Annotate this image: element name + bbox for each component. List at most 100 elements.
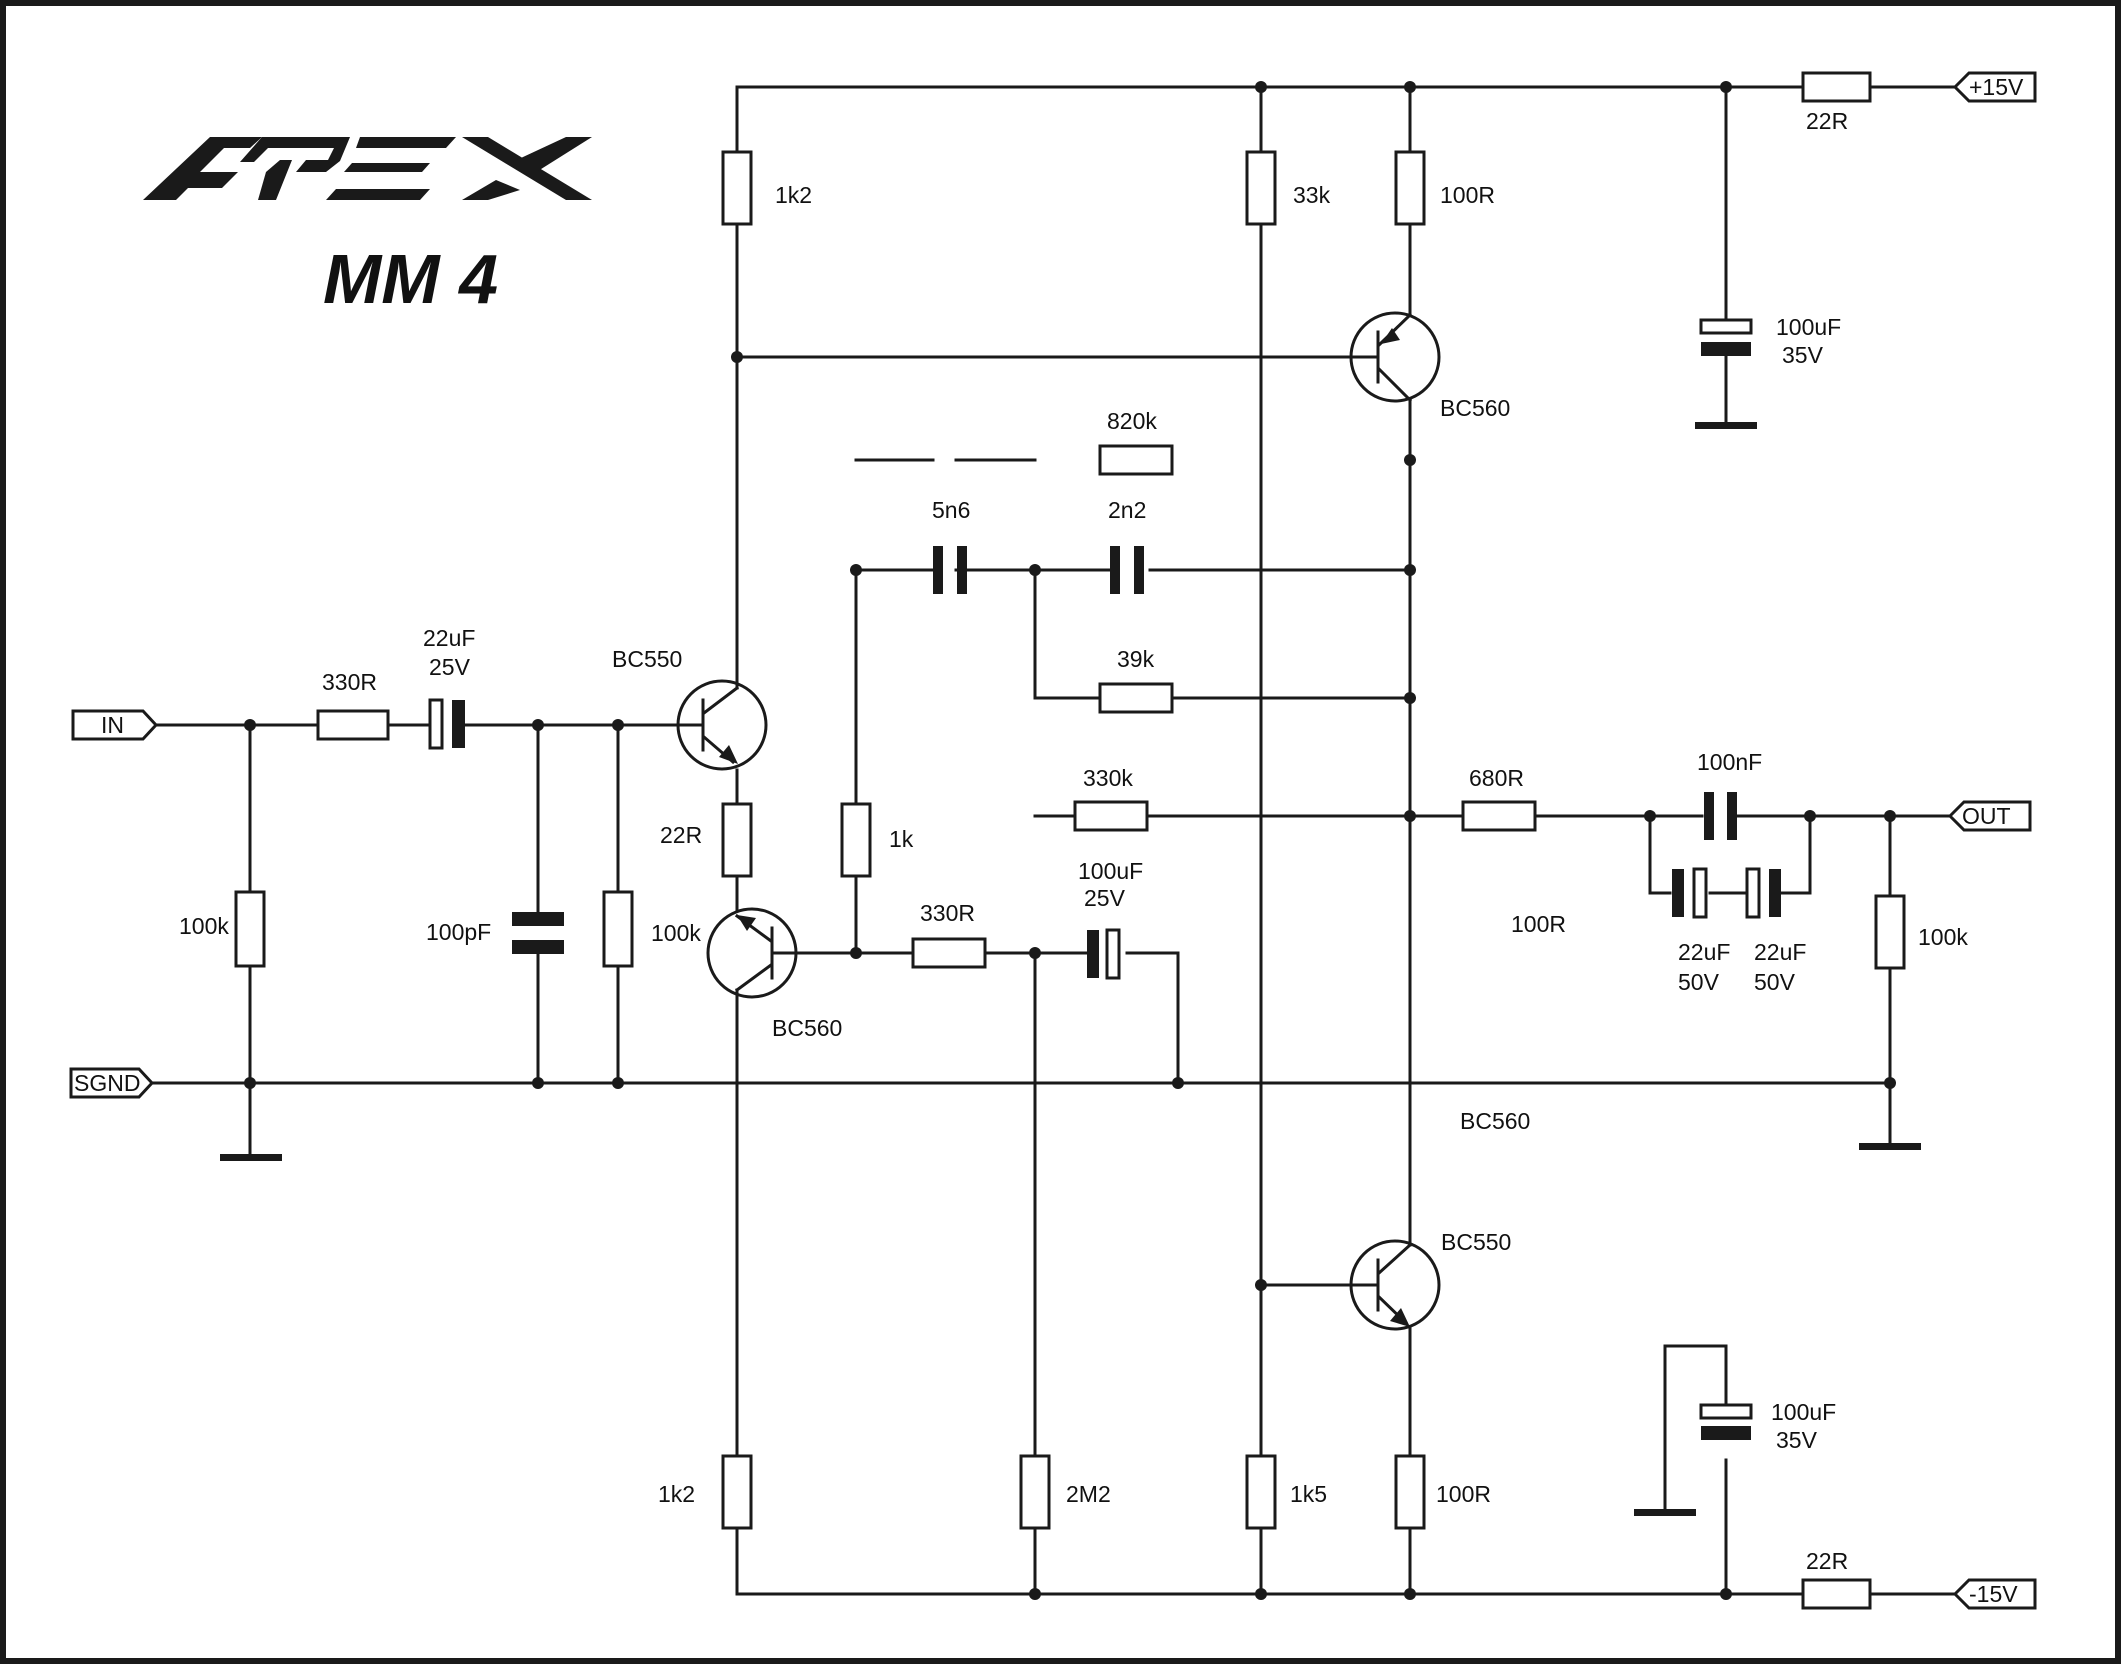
label-q2: BC560: [772, 1015, 842, 1041]
resistor-supply-neg: [1801, 1578, 1872, 1610]
cap-supply-pos-plate-pos: [1699, 318, 1753, 335]
resistor-in-shunt: [234, 890, 266, 968]
label-q3: BC560: [1440, 395, 1510, 421]
label-c-out-b-voltage: 50V: [1754, 969, 1796, 995]
cap-2n2-plate-b: [1134, 546, 1144, 594]
component-labels: 330R 22uF 25V 100k 100pF 100k BC550 22R …: [179, 108, 1968, 1574]
ports: IN SGND OUT +15V -15V: [69, 71, 2037, 1610]
port-out: OUT: [1947, 800, 2032, 832]
ground-symbol-out: [1859, 1143, 1921, 1150]
capacitors: [428, 318, 1781, 1440]
port-vpos: +15V: [1952, 71, 2037, 103]
ground-symbol-in: [220, 1154, 282, 1161]
port-sgnd-label: SGND: [74, 1070, 140, 1096]
port-in: IN: [71, 709, 159, 741]
transistor-q4: [1349, 1239, 1441, 1331]
label-c-100uf-mid-voltage: 25V: [1084, 885, 1126, 911]
port-in-label: IN: [101, 712, 124, 738]
label-q4: BC550: [1441, 1229, 1511, 1255]
ground-symbol-supply-pos: [1695, 422, 1757, 429]
label-c-5n6: 5n6: [932, 497, 970, 523]
cap-in-plate-pos: [428, 698, 444, 750]
label-q-mid: BC560: [1460, 1108, 1530, 1134]
label-c-100uf-mid-value: 100uF: [1078, 858, 1143, 884]
label-r-330k: 330k: [1083, 765, 1133, 791]
resistor-fb-1k: [840, 802, 872, 878]
resistor-820k: [1098, 444, 1174, 476]
label-q1: BC550: [612, 646, 682, 672]
cap-100pf-plate-a: [512, 912, 564, 926]
label-r-100r-bot: 100R: [1436, 1481, 1491, 1507]
resistor-33k: [1245, 150, 1277, 226]
label-r-in-shunt: 100k: [179, 913, 229, 939]
label-r-supply-neg: 22R: [1806, 1548, 1848, 1574]
resistor-top-q1: [721, 150, 753, 226]
label-c-out-a-voltage: 50V: [1678, 969, 1720, 995]
label-r-fb-1k: 1k: [889, 826, 914, 852]
label-r-680r: 680R: [1469, 765, 1524, 791]
port-vneg-label: -15V: [1969, 1581, 2018, 1607]
port-vpos-label: +15V: [1969, 74, 2024, 100]
cap-2n2-plate-a: [1110, 546, 1120, 594]
label-r-1k5: 1k5: [1290, 1481, 1327, 1507]
cap-5n6-plate-b: [957, 546, 967, 594]
label-c-supply-pos-voltage: 35V: [1782, 342, 1824, 368]
cap-out-b-plate-pos: [1745, 867, 1761, 919]
transistor-q2: [706, 907, 798, 999]
label-c-supply-neg-voltage: 35V: [1776, 1427, 1818, 1453]
label-r-100r-top: 100R: [1440, 182, 1495, 208]
label-r-820k: 820k: [1107, 408, 1157, 434]
apex-logo: MM 4: [143, 137, 592, 318]
label-r-33k: 33k: [1293, 182, 1331, 208]
transistor-q3: [1349, 311, 1441, 403]
label-c-supply-neg-value: 100uF: [1771, 1399, 1836, 1425]
label-r-top-q1: 1k2: [775, 182, 812, 208]
label-c-out-a-value: 22uF: [1678, 939, 1730, 965]
cap-supply-neg-plate-neg: [1701, 1426, 1751, 1440]
resistor-base-shunt: [602, 890, 634, 968]
resistor-1k5: [1245, 1454, 1277, 1530]
transistors: [676, 311, 1441, 1331]
port-vneg: -15V: [1952, 1578, 2037, 1610]
label-r-bot-q1: 1k2: [658, 1481, 695, 1507]
resistor-100r-bot: [1394, 1454, 1426, 1530]
cap-100nf-plate-b: [1727, 792, 1737, 840]
label-c-100pf: 100pF: [426, 919, 491, 945]
resistor-100r-top: [1394, 150, 1426, 226]
cap-out-a-plate-pos: [1692, 867, 1708, 919]
label-r-supply-pos: 22R: [1806, 108, 1848, 134]
label-c-2n2: 2n2: [1108, 497, 1146, 523]
label-r-out-shunt: 100k: [1918, 924, 1968, 950]
cap-100nf-plate-a: [1704, 792, 1714, 840]
cap-out-b-plate-neg: [1769, 869, 1781, 917]
cap-100uf-mid-plate-neg: [1087, 930, 1099, 978]
resistors: [234, 71, 1906, 1610]
resistor-39k: [1098, 682, 1174, 714]
label-r-base-shunt: 100k: [651, 920, 701, 946]
label-r-330-mid: 330R: [920, 900, 975, 926]
ground-symbol-supply-neg: [1634, 1509, 1696, 1516]
model-title: MM 4: [323, 240, 498, 318]
cap-out-a-plate-neg: [1672, 869, 1684, 917]
cap-100uf-mid-plate-pos: [1105, 928, 1121, 980]
label-c-in-voltage: 25V: [429, 654, 471, 680]
port-out-label: OUT: [1962, 803, 2011, 829]
cap-supply-neg-plate-pos: [1699, 1403, 1753, 1420]
resistor-330-mid: [911, 937, 987, 969]
cap-in-plate-neg: [452, 700, 465, 748]
label-c-supply-pos-value: 100uF: [1776, 314, 1841, 340]
label-r-emit-q1: 22R: [660, 822, 702, 848]
resistor-2m2: [1019, 1454, 1051, 1530]
cap-100pf-plate-b: [512, 940, 564, 954]
resistor-out-shunt: [1874, 894, 1906, 970]
junctions: [244, 81, 1896, 1600]
label-r-39k: 39k: [1117, 646, 1155, 672]
label-c-100nf: 100nF: [1697, 749, 1762, 775]
cap-5n6-plate-a: [933, 546, 943, 594]
label-c-out-b-value: 22uF: [1754, 939, 1806, 965]
resistor-330k: [1073, 800, 1149, 832]
resistor-bot-q1: [721, 1454, 753, 1530]
label-r-in: 330R: [322, 669, 377, 695]
